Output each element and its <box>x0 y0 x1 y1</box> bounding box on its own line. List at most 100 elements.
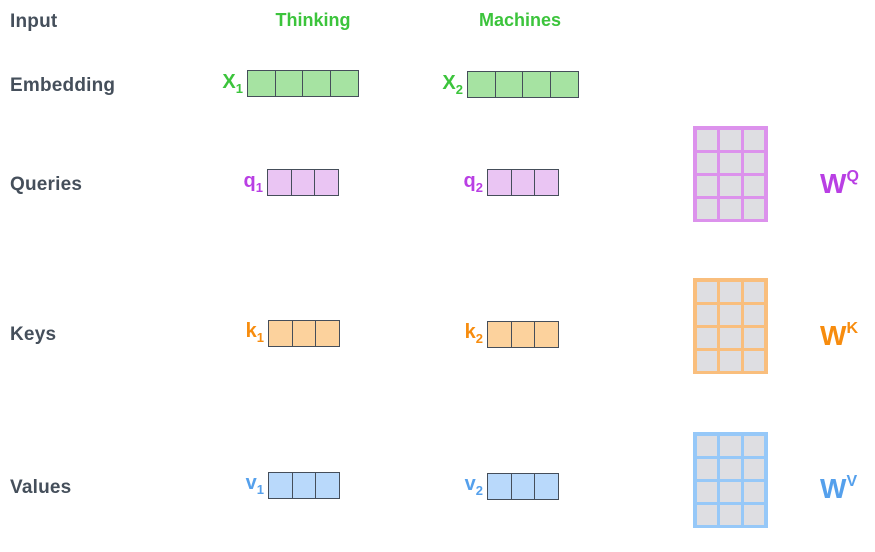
vector-label-k2: k2 <box>442 320 483 346</box>
wk-cell-4 <box>696 304 718 325</box>
wk-cell-6 <box>743 304 765 325</box>
k1-cell-3 <box>315 320 340 347</box>
wv-cell-12 <box>743 504 765 525</box>
wk-cell-5 <box>720 304 741 325</box>
x2-cell-4 <box>549 71 579 98</box>
wk-cell-10 <box>696 350 718 371</box>
wk-cell-1 <box>696 281 718 302</box>
vector-label-v1-sub: 1 <box>256 482 264 497</box>
vector-label-v2-base: v <box>464 473 476 495</box>
wv-cell-4 <box>696 458 718 479</box>
v2-cell-3 <box>534 473 559 500</box>
x1-cell-2 <box>274 70 304 97</box>
wv-cell-1 <box>696 435 718 456</box>
wv-cell-10 <box>696 504 718 525</box>
wq-cell-1 <box>696 129 718 150</box>
x1-cell-3 <box>302 70 331 97</box>
wq-cell-8 <box>720 175 741 196</box>
matrix-label-wv-base: W <box>820 473 847 504</box>
v1-cell-3 <box>315 472 340 499</box>
vector-label-x1: X1 <box>196 70 243 95</box>
row-label-keys: Keys <box>10 324 57 345</box>
row-label-values: Values <box>10 477 72 498</box>
vector-label-v1: v1 <box>223 471 264 497</box>
vector-label-q2-sub: 2 <box>475 180 483 195</box>
wk-cell-12 <box>743 350 765 371</box>
q1-cell-3 <box>314 169 339 196</box>
wq-cell-6 <box>743 152 765 173</box>
wv-cell-11 <box>720 504 741 525</box>
x2-cell-1 <box>467 71 496 98</box>
k2-cell-1 <box>487 321 512 348</box>
wq-cell-2 <box>720 129 741 150</box>
q2-cell-2 <box>510 169 536 196</box>
vector-label-q1: q1 <box>222 169 263 195</box>
v1-cell-2 <box>291 472 317 499</box>
q1-cell-2 <box>290 169 316 196</box>
wq-cell-10 <box>696 198 718 219</box>
q2-cell-3 <box>534 169 559 196</box>
wq-cell-11 <box>720 198 741 219</box>
word-header-machines: Machines <box>478 10 562 30</box>
vector-label-x2: X2 <box>416 71 463 97</box>
vector-label-k1-sub: 1 <box>256 330 264 345</box>
wk-cell-9 <box>743 327 765 348</box>
row-label-embedding: Embedding <box>10 75 116 96</box>
vector-label-v1-base: v <box>245 472 257 494</box>
vector-label-x2-sub: 2 <box>455 82 463 97</box>
matrix-wv <box>693 432 768 528</box>
vector-k2 <box>487 321 559 348</box>
vector-q1 <box>267 169 339 196</box>
matrix-label-wk-sup: K <box>846 319 858 337</box>
matrix-label-wv-sup: V <box>846 472 858 490</box>
matrix-wq <box>693 126 768 222</box>
wq-cell-5 <box>720 152 741 173</box>
k1-cell-1 <box>268 320 293 347</box>
vector-label-k2-base: k <box>464 321 476 343</box>
wv-cell-8 <box>720 481 741 502</box>
vector-label-k1: k1 <box>223 319 264 345</box>
v2-cell-1 <box>487 473 512 500</box>
wv-cell-5 <box>720 458 741 479</box>
wv-cell-9 <box>743 481 765 502</box>
vector-x2 <box>467 71 579 98</box>
q2-cell-1 <box>487 169 512 196</box>
matrix-label-wv: WV <box>820 472 858 504</box>
wv-cell-6 <box>743 458 765 479</box>
wk-cell-11 <box>720 350 741 371</box>
wv-cell-3 <box>743 435 765 456</box>
vector-label-k1-base: k <box>245 320 257 342</box>
vector-label-q1-sub: 1 <box>255 180 263 195</box>
wv-cell-2 <box>720 435 741 456</box>
matrix-label-wq-sup: Q <box>846 167 859 185</box>
v2-cell-2 <box>510 473 536 500</box>
wk-cell-7 <box>696 327 718 348</box>
k1-cell-2 <box>291 320 317 347</box>
k2-cell-3 <box>534 321 559 348</box>
vector-label-k2-sub: 2 <box>475 331 483 346</box>
k2-cell-2 <box>510 321 536 348</box>
vector-label-q1-base: q <box>243 170 256 192</box>
wk-cell-3 <box>743 281 765 302</box>
matrix-label-wk-base: W <box>820 320 847 351</box>
vector-label-q2: q2 <box>442 169 483 195</box>
wq-cell-12 <box>743 198 765 219</box>
vector-v1 <box>268 472 340 499</box>
x1-cell-1 <box>247 70 276 97</box>
wq-cell-7 <box>696 175 718 196</box>
vector-x1 <box>247 70 359 97</box>
vector-label-x1-base: X <box>222 71 236 93</box>
row-label-input: Input <box>10 11 58 32</box>
wq-cell-3 <box>743 129 765 150</box>
matrix-label-wq-base: W <box>820 168 847 199</box>
wk-cell-2 <box>720 281 741 302</box>
row-label-queries: Queries <box>10 174 83 195</box>
vector-k1 <box>268 320 340 347</box>
x2-cell-3 <box>522 71 551 98</box>
wq-cell-9 <box>743 175 765 196</box>
matrix-label-wq: WQ <box>820 167 859 199</box>
vector-v2 <box>487 473 559 500</box>
vector-label-q2-base: q <box>463 170 476 192</box>
matrix-label-wk: WK <box>820 319 858 351</box>
